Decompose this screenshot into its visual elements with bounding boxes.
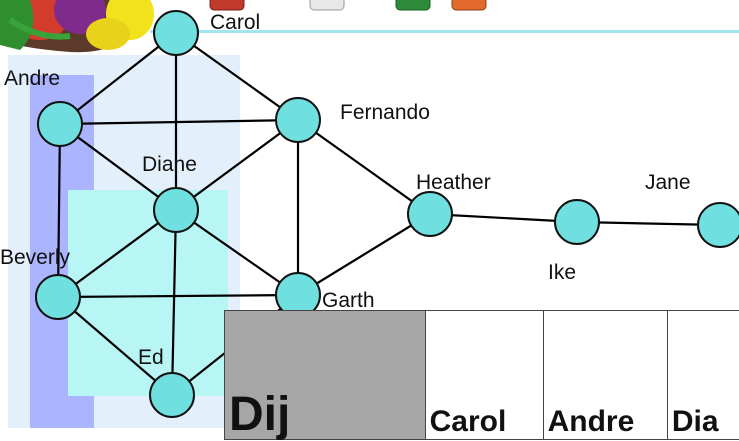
node-ed bbox=[150, 373, 194, 417]
toolbar-button-gray[interactable] bbox=[310, 0, 344, 10]
column-header-carol: Carol bbox=[425, 311, 543, 440]
table-header-row: Dij Carol Andre Dia bbox=[225, 311, 739, 440]
node-heather bbox=[408, 192, 452, 236]
node-label-heather: Heather bbox=[416, 172, 491, 193]
node-jane bbox=[698, 203, 739, 247]
toolbar-button-red[interactable] bbox=[210, 0, 244, 10]
fruit-clipart-icon bbox=[0, 0, 154, 52]
node-label-andre: Andre bbox=[4, 68, 60, 89]
toolbar-button-orange[interactable] bbox=[452, 0, 486, 10]
node-label-ike: Ike bbox=[548, 262, 576, 283]
node-diane bbox=[154, 188, 198, 232]
edge-fernando-heather bbox=[298, 120, 430, 214]
edge-garth-heather bbox=[298, 214, 430, 295]
dij-table: Dij Carol Andre Dia bbox=[224, 310, 739, 440]
node-fernando bbox=[276, 98, 320, 142]
dij-table-wrapper: Dij Carol Andre Dia bbox=[224, 310, 739, 440]
node-label-beverly: Beverly bbox=[0, 247, 70, 268]
node-label-fernando: Fernando bbox=[340, 102, 430, 123]
toolbar-button-green[interactable] bbox=[396, 0, 430, 10]
node-label-ed: Ed bbox=[138, 347, 164, 368]
node-beverly bbox=[36, 275, 80, 319]
node-label-garth: Garth bbox=[322, 290, 375, 311]
column-header-andre: Andre bbox=[543, 311, 667, 440]
table-corner-cell: Dij bbox=[225, 311, 426, 440]
node-label-carol: Carol bbox=[210, 12, 260, 33]
column-header-diane: Dia bbox=[667, 311, 739, 440]
node-carol bbox=[154, 11, 198, 55]
node-label-diane: Diane bbox=[142, 154, 197, 175]
node-label-jane: Jane bbox=[645, 172, 691, 193]
node-ike bbox=[555, 200, 599, 244]
node-andre bbox=[38, 102, 82, 146]
